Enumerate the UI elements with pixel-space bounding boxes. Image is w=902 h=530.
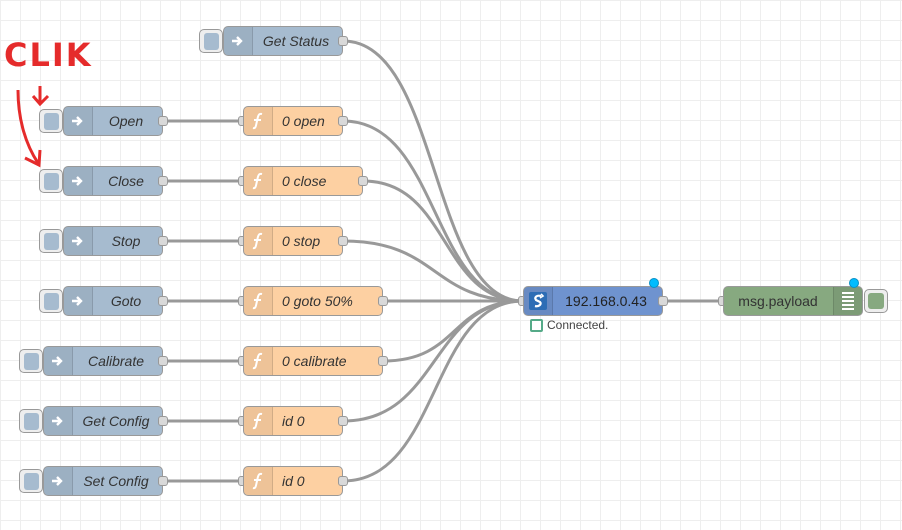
- annotation-arrowhead: [24, 149, 42, 168]
- annotation-arrowhead: [31, 94, 50, 107]
- function-node-stop[interactable]: 0 stop: [243, 226, 343, 256]
- arrow-in-icon: [64, 167, 93, 195]
- node-status: Connected.: [530, 318, 608, 332]
- node-label: Get Config: [82, 413, 150, 429]
- node-label: 0 calibrate: [282, 353, 347, 369]
- function-node-get-config[interactable]: id 0: [243, 406, 343, 436]
- output-port[interactable]: [158, 116, 168, 126]
- output-port[interactable]: [338, 116, 348, 126]
- function-icon: [244, 407, 273, 435]
- inject-node-get-config[interactable]: Get Config: [43, 406, 163, 436]
- annotation-note: CLIK: [4, 36, 93, 74]
- function-node-close[interactable]: 0 close: [243, 166, 363, 196]
- inject-trigger-button[interactable]: [39, 109, 63, 133]
- bridge-icon: [524, 287, 553, 315]
- arrow-in-icon: [64, 287, 93, 315]
- function-node-calibrate[interactable]: 0 calibrate: [243, 346, 383, 376]
- node-label: 0 close: [282, 173, 327, 189]
- node-label: 0 open: [282, 113, 325, 129]
- wire-fn-set-config-mqtt[interactable]: [342, 299, 524, 483]
- inject-trigger-button[interactable]: [19, 349, 43, 373]
- status-text: Connected.: [547, 318, 609, 332]
- function-icon: [244, 167, 273, 195]
- function-node-goto[interactable]: 0 goto 50%: [243, 286, 383, 316]
- output-port[interactable]: [378, 296, 388, 306]
- wire-fn-stop-mqtt[interactable]: [342, 239, 524, 303]
- output-port[interactable]: [358, 176, 368, 186]
- inject-node-calibrate[interactable]: Calibrate: [43, 346, 163, 376]
- node-label: Get Status: [262, 33, 330, 49]
- node-label: id 0: [282, 413, 305, 429]
- arrow-in-icon: [44, 347, 73, 375]
- output-port[interactable]: [158, 236, 168, 246]
- function-icon: [244, 227, 273, 255]
- node-label: Close: [108, 173, 144, 189]
- arrow-in-icon: [44, 407, 73, 435]
- node-label: Stop: [111, 233, 141, 249]
- inject-trigger-button[interactable]: [39, 289, 63, 313]
- inject-node-set-config[interactable]: Set Config: [43, 466, 163, 496]
- inject-node-stop[interactable]: Stop: [63, 226, 163, 256]
- output-port[interactable]: [158, 476, 168, 486]
- output-port[interactable]: [658, 296, 668, 306]
- node-label: msg.payload: [738, 293, 818, 309]
- arrow-in-icon: [44, 467, 73, 495]
- function-icon: [244, 107, 273, 135]
- output-port[interactable]: [158, 296, 168, 306]
- wire-status-mqtt[interactable]: [342, 39, 524, 303]
- inject-trigger-button[interactable]: [19, 469, 43, 493]
- inject-trigger-button[interactable]: [39, 169, 63, 193]
- inject-node-open[interactable]: Open: [63, 106, 163, 136]
- arrow-in-icon: [64, 227, 93, 255]
- debug-node[interactable]: msg.payload: [723, 286, 863, 316]
- output-port[interactable]: [338, 476, 348, 486]
- node-label: 0 goto 50%: [282, 293, 353, 309]
- output-port[interactable]: [338, 36, 348, 46]
- node-label: Goto: [110, 293, 142, 309]
- function-icon: [244, 287, 273, 315]
- list-icon: [833, 287, 862, 315]
- changed-indicator-dot: [649, 278, 659, 288]
- function-icon: [244, 467, 273, 495]
- node-label: Calibrate: [87, 353, 145, 369]
- node-label: Open: [108, 113, 144, 129]
- wire-fn-close-mqtt[interactable]: [362, 179, 524, 303]
- inject-trigger-button[interactable]: [39, 229, 63, 253]
- function-icon: [244, 347, 273, 375]
- output-port[interactable]: [158, 416, 168, 426]
- mqtt-out-node[interactable]: 192.168.0.43: [523, 286, 663, 316]
- arrow-in-icon: [64, 107, 93, 135]
- output-port[interactable]: [158, 356, 168, 366]
- inject-trigger-button[interactable]: [19, 409, 43, 433]
- output-port[interactable]: [338, 416, 348, 426]
- node-label: Set Config: [83, 473, 149, 489]
- inject-node-goto[interactable]: Goto: [63, 286, 163, 316]
- node-label: 0 stop: [282, 233, 321, 249]
- debug-toggle-button[interactable]: [864, 289, 888, 313]
- changed-indicator-dot: [849, 278, 859, 288]
- function-node-open[interactable]: 0 open: [243, 106, 343, 136]
- inject-node-get-status[interactable]: Get Status: [223, 26, 343, 56]
- function-node-set-config[interactable]: id 0: [243, 466, 343, 496]
- inject-trigger-button[interactable]: [199, 29, 223, 53]
- inject-node-close[interactable]: Close: [63, 166, 163, 196]
- output-port[interactable]: [338, 236, 348, 246]
- arrow-in-icon: [224, 27, 253, 55]
- wire-fn-get-config-mqtt[interactable]: [342, 299, 524, 423]
- status-connected-icon: [530, 318, 543, 332]
- node-label: 192.168.0.43: [565, 293, 647, 309]
- node-label: id 0: [282, 473, 305, 489]
- annotation-arrow: [16, 89, 40, 164]
- output-port[interactable]: [158, 176, 168, 186]
- output-port[interactable]: [378, 356, 388, 366]
